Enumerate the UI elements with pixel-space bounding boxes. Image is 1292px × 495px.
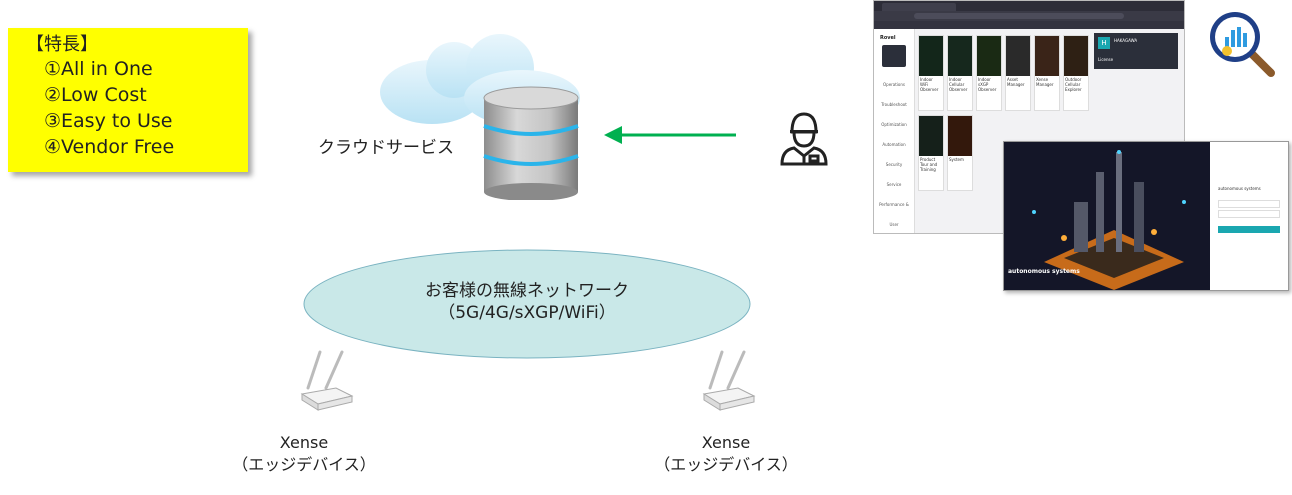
- feature-item-3: ③Easy to Use: [44, 110, 173, 132]
- avatar: H: [1098, 37, 1110, 49]
- wireless-network-ellipse: [303, 249, 751, 359]
- app-card[interactable]: Outdoor Cellular Explorer: [1063, 35, 1089, 111]
- router-icon: [702, 350, 756, 411]
- dashboard-brand: Rovel: [880, 35, 896, 41]
- edge-device-label-2: Xense （エッジデバイス）: [626, 432, 826, 476]
- user-panel: H HAKAGAWA License: [1094, 33, 1178, 69]
- sidebar-item[interactable]: Operations: [883, 82, 905, 87]
- database-icon: [483, 86, 579, 200]
- network-label: お客様の無線ネットワーク （5G/4G/sXGP/WiFi）: [302, 280, 752, 324]
- analytics-search-icon: [1210, 12, 1275, 77]
- sidebar-item[interactable]: Troubleshoot: [881, 102, 907, 107]
- username-field[interactable]: [1218, 200, 1280, 208]
- operator-icon: [780, 112, 828, 166]
- edge-device-label-1: Xense （エッジデバイス）: [204, 432, 404, 476]
- network-label-line1: お客様の無線ネットワーク: [425, 281, 629, 301]
- license-menu-item[interactable]: License: [1098, 57, 1114, 62]
- data-flow-arrow: [604, 126, 736, 144]
- feature-item-1: ①All in One: [44, 58, 153, 80]
- cloud-service-label: クラウドサービス: [318, 138, 454, 158]
- login-panel: autonomous systems: [1210, 142, 1288, 290]
- feature-item-4: ④Vendor Free: [44, 136, 175, 158]
- app-card[interactable]: Indoor WiFi Observer: [918, 35, 944, 111]
- feature-item-2: ②Low Cost: [44, 84, 147, 106]
- login-button[interactable]: [1218, 226, 1280, 233]
- sidebar-item-active[interactable]: [882, 45, 906, 67]
- login-brand: autonomous systems: [1218, 186, 1261, 191]
- password-field[interactable]: [1218, 210, 1280, 218]
- browser-tab-bar: [874, 1, 1184, 11]
- app-card[interactable]: System: [947, 115, 973, 191]
- browser-address-bar: [874, 11, 1184, 21]
- edge-device-type: （エッジデバイス）: [232, 455, 376, 474]
- app-card[interactable]: Asset Manager: [1005, 35, 1031, 111]
- sidebar-item[interactable]: Optimization: [881, 122, 907, 127]
- features-title: 【特長】: [26, 34, 98, 55]
- app-card[interactable]: Indoor Cellular Observer: [947, 35, 973, 111]
- login-screenshot: autonomous systems autonomous systems: [1003, 141, 1289, 291]
- app-card[interactable]: Product Tour and Training: [918, 115, 944, 191]
- cloud-database-icon: [380, 34, 580, 200]
- sidebar-item[interactable]: Security: [885, 162, 903, 167]
- edge-device-name: Xense: [279, 433, 329, 452]
- sidebar-item[interactable]: Service Performance & User: [879, 182, 909, 227]
- router-icon: [300, 350, 354, 411]
- sidebar-item[interactable]: Automation: [882, 142, 906, 147]
- browser-bookmarks-bar: [874, 21, 1184, 29]
- app-card[interactable]: Xense Manager: [1034, 35, 1060, 111]
- dashboard-cards: Indoor WiFi Observer Indoor Cellular Obs…: [918, 35, 1089, 231]
- dashboard-sidebar: Rovel Operations Troubleshoot Optimizati…: [874, 29, 915, 233]
- sidebar-list: Operations Troubleshoot Optimization Aut…: [879, 75, 909, 233]
- edge-device-type: （エッジデバイス）: [654, 455, 798, 474]
- login-caption: autonomous systems: [1008, 268, 1080, 275]
- app-card[interactable]: Indoor sXGP Observer: [976, 35, 1002, 111]
- edge-device-name: Xense: [701, 433, 751, 452]
- user-name: HAKAGAWA: [1114, 38, 1138, 43]
- industrial-illustration: [1004, 142, 1210, 290]
- network-label-line2: （5G/4G/sXGP/WiFi）: [438, 303, 616, 323]
- features-box: 【特長】 ①All in One ②Low Cost ③Easy to Use …: [8, 28, 248, 172]
